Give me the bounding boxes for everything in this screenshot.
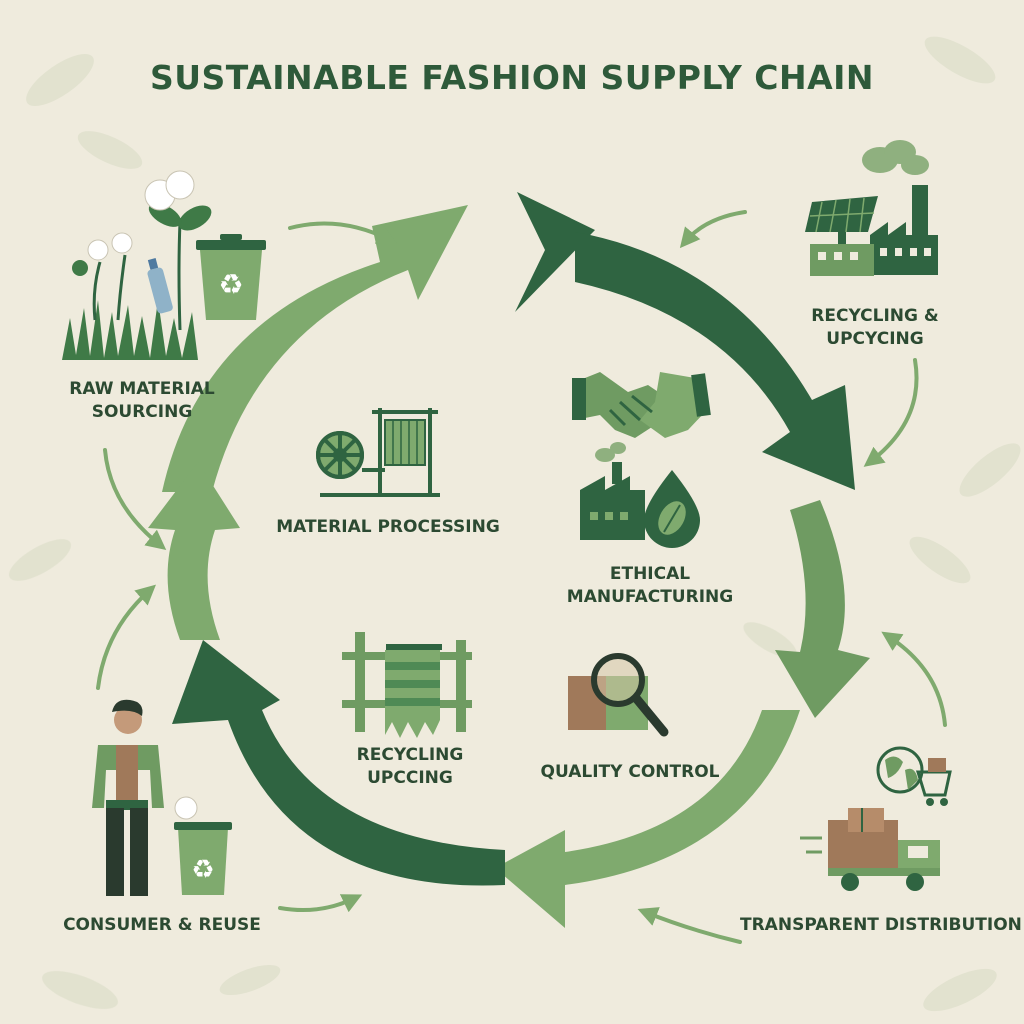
label-transparent-distribution: TRANSPARENT DISTRIBUTION bbox=[740, 915, 1022, 935]
delivery-truck-icon bbox=[800, 746, 952, 891]
cotton-plant-icon: ♻ bbox=[62, 170, 266, 360]
svg-text:♻: ♻ bbox=[218, 269, 243, 300]
label-raw-material-sourcing: RAW MATERIAL SOURCING bbox=[69, 379, 215, 422]
magnifier-icon bbox=[568, 653, 669, 737]
label-ethical-manufacturing: ETHICAL MANUFACTURING bbox=[566, 564, 734, 607]
spinning-wheel-icon bbox=[316, 408, 440, 497]
label-quality-control: QUALITY CONTROL bbox=[540, 762, 720, 782]
label-recycling-upcycing-inner: RECYCLING UPCCING bbox=[356, 745, 464, 788]
svg-text:♻: ♻ bbox=[191, 854, 214, 884]
solar-factory-icon bbox=[805, 140, 938, 276]
cycle-arrow-top-chevron bbox=[515, 192, 595, 312]
cycle-arrow-top-left bbox=[162, 205, 468, 492]
weaving-loom-icon bbox=[342, 632, 472, 738]
background-leaves bbox=[8, 36, 1021, 1012]
cycle-arrow-bottom-left bbox=[172, 640, 505, 886]
cycle-arrow-right bbox=[775, 500, 870, 718]
page-title: SUSTAINABLE FASHION SUPPLY CHAIN bbox=[149, 58, 875, 97]
cycle-arrow-left bbox=[148, 462, 240, 640]
cycle-arrow-right-top bbox=[575, 232, 855, 490]
cycle-arrows bbox=[148, 192, 870, 928]
consumer-person-icon: ♻ bbox=[92, 699, 232, 896]
label-consumer-reuse: CONSUMER & REUSE bbox=[63, 915, 261, 935]
label-recycling-upcycling-top: RECYCLING & UPCYCING bbox=[811, 306, 939, 349]
label-material-processing: MATERIAL PROCESSING bbox=[276, 517, 500, 537]
handshake-factory-icon bbox=[572, 372, 711, 548]
cycle-arrow-bottom-right bbox=[495, 710, 800, 928]
connector-arrows bbox=[96, 210, 947, 944]
